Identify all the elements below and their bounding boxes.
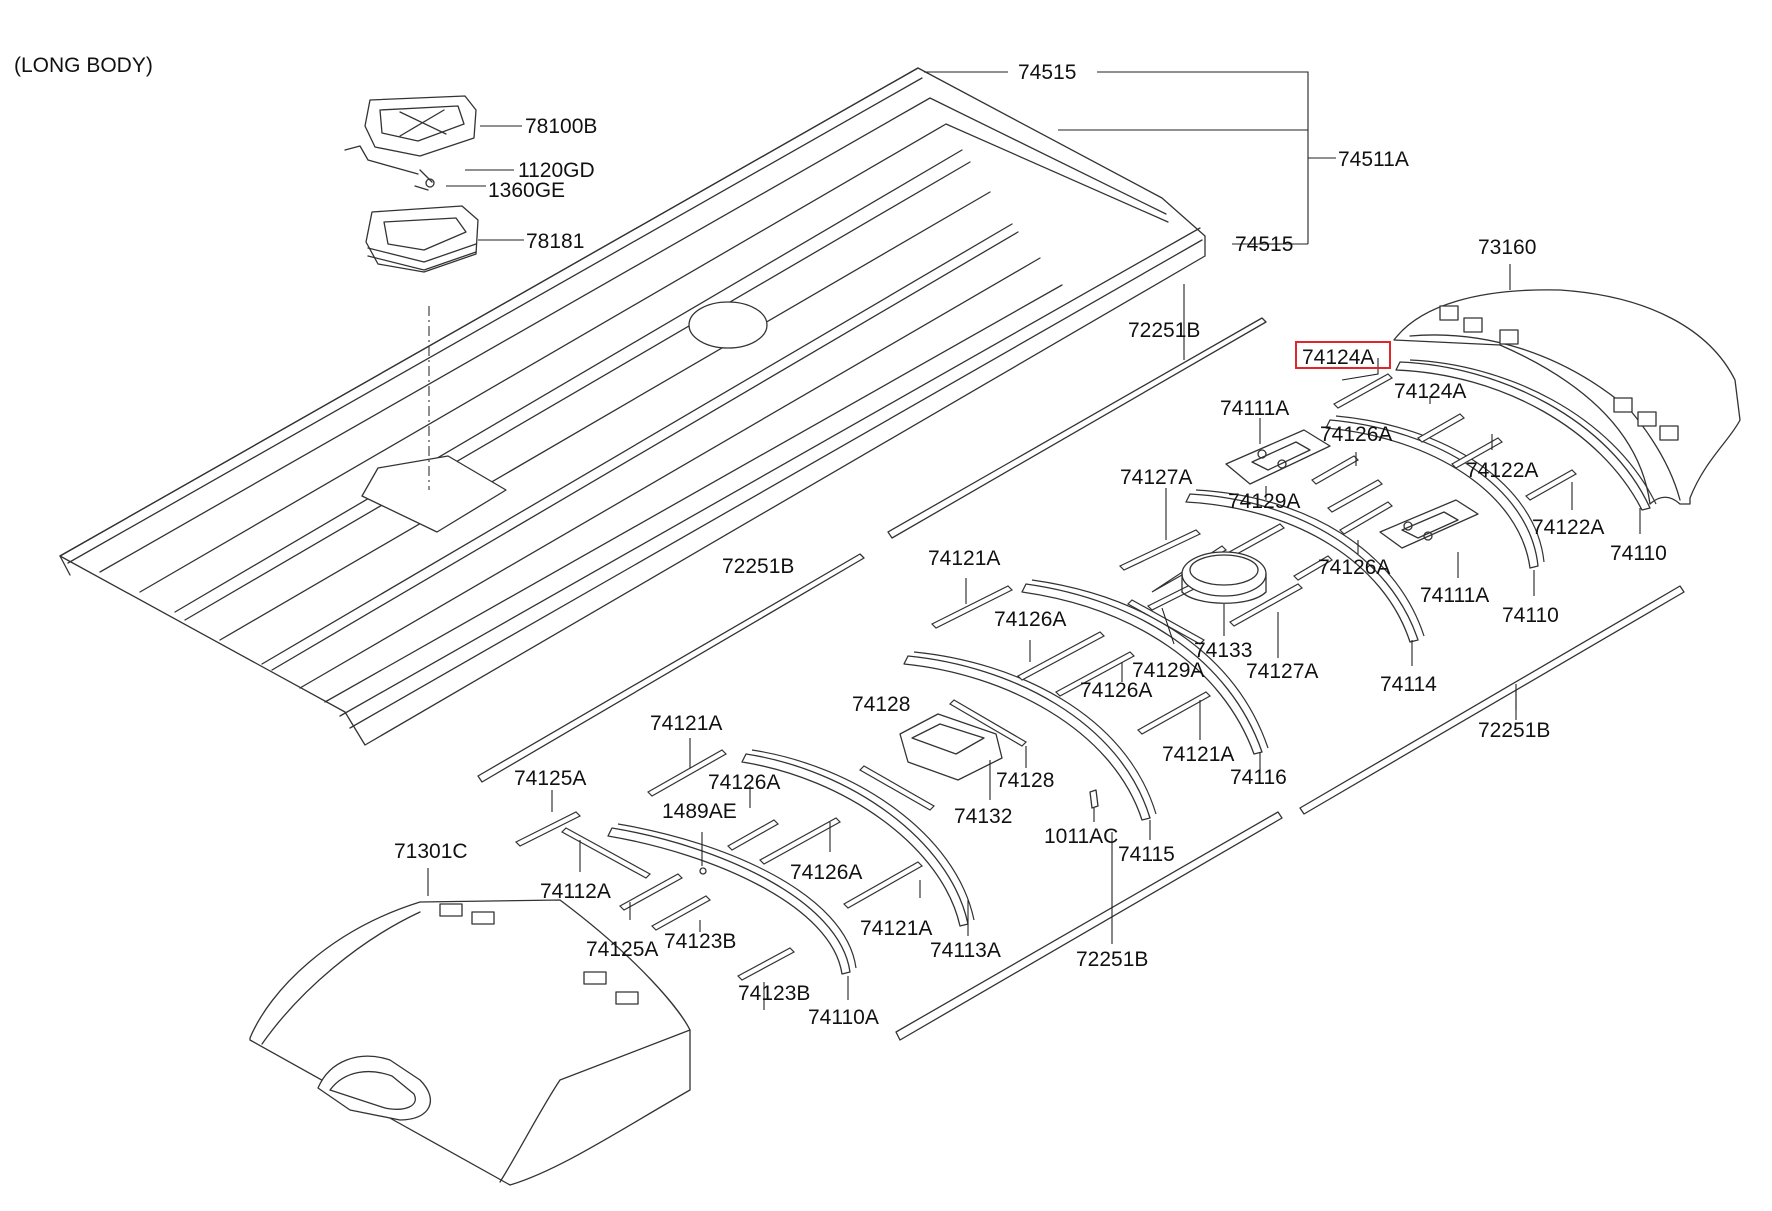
- label-74129A-bottom[interactable]: 74129A: [1132, 659, 1204, 682]
- label-74126A-2[interactable]: 74126A: [1318, 556, 1390, 579]
- part-labels: (LONG BODY) 74515 74511A 74515 78100B 11…: [14, 54, 1667, 1029]
- label-74114[interactable]: 74114: [1380, 673, 1437, 696]
- roof-brackets: [699, 429, 1479, 875]
- label-74129A-top[interactable]: 74129A: [1228, 490, 1300, 513]
- label-74126A-5[interactable]: 74126A: [708, 771, 780, 794]
- label-74110-mid[interactable]: 74110: [1502, 604, 1559, 627]
- label-74121A-1[interactable]: 74121A: [928, 547, 1000, 570]
- label-74110-right[interactable]: 74110: [1610, 542, 1667, 565]
- side-moldings: [477, 317, 1685, 1041]
- label-1120GD[interactable]: 1120GD: [518, 159, 595, 182]
- label-74116[interactable]: 74116: [1230, 766, 1287, 789]
- rear-roof-cap: [1393, 289, 1741, 505]
- roof-vent-assembly: [344, 95, 479, 490]
- label-78181[interactable]: 78181: [526, 230, 584, 253]
- front-roof-cap: [249, 899, 691, 1186]
- label-74125A-2[interactable]: 74125A: [586, 938, 658, 961]
- label-74121A-3[interactable]: 74121A: [1162, 743, 1234, 766]
- label-74511A[interactable]: 74511A: [1338, 148, 1409, 171]
- label-74115[interactable]: 74115: [1118, 843, 1175, 866]
- label-1360GE[interactable]: 1360GE: [488, 179, 565, 202]
- label-74111A-top[interactable]: 74111A: [1220, 397, 1289, 420]
- label-73160[interactable]: 73160: [1478, 236, 1536, 259]
- leader-lines: [427, 71, 1641, 1010]
- roof-panel: [59, 67, 1206, 746]
- label-74133[interactable]: 74133: [1194, 639, 1252, 662]
- diagram-caption: (LONG BODY): [14, 54, 153, 77]
- label-74126A-3[interactable]: 74126A: [994, 608, 1066, 631]
- label-74121A-4[interactable]: 74121A: [860, 917, 932, 940]
- label-74132[interactable]: 74132: [954, 805, 1012, 828]
- label-74124A[interactable]: 74124A: [1394, 380, 1466, 403]
- label-74126A-6[interactable]: 74126A: [790, 861, 862, 884]
- label-74127A-bottom[interactable]: 74127A: [1246, 660, 1318, 683]
- roof-bows: [607, 359, 1657, 975]
- label-71301C[interactable]: 71301C: [394, 840, 468, 863]
- label-74112A[interactable]: 74112A: [540, 880, 611, 903]
- label-74515-top[interactable]: 74515: [1018, 61, 1076, 84]
- highlight-box: [1295, 341, 1391, 369]
- label-74128-1[interactable]: 74128: [852, 693, 910, 716]
- roof-strips: [514, 373, 1577, 981]
- label-78100B[interactable]: 78100B: [525, 115, 597, 138]
- label-74122A-2[interactable]: 74122A: [1532, 516, 1604, 539]
- label-74123B-2[interactable]: 74123B: [738, 982, 810, 1005]
- label-74110A[interactable]: 74110A: [808, 1006, 879, 1029]
- label-72251B-right[interactable]: 72251B: [1478, 719, 1550, 742]
- label-74127A-top[interactable]: 74127A: [1120, 466, 1192, 489]
- label-74123B-1[interactable]: 74123B: [664, 930, 736, 953]
- label-74122A-1[interactable]: 74122A: [1466, 459, 1538, 482]
- label-1489AE[interactable]: 1489AE: [662, 800, 737, 823]
- label-74126A-1[interactable]: 74126A: [1320, 423, 1392, 446]
- label-74126A-4[interactable]: 74126A: [1080, 679, 1152, 702]
- label-74111A-bottom[interactable]: 74111A: [1420, 584, 1489, 607]
- label-72251B-left[interactable]: 72251B: [722, 555, 794, 578]
- label-74128-2[interactable]: 74128: [996, 769, 1054, 792]
- label-72251B-bottom[interactable]: 72251B: [1076, 948, 1148, 971]
- label-74113A[interactable]: 74113A: [930, 939, 1001, 962]
- label-72251B-top[interactable]: 72251B: [1128, 319, 1200, 342]
- label-74125A-1[interactable]: 74125A: [514, 767, 586, 790]
- label-74121A-2[interactable]: 74121A: [650, 712, 722, 735]
- label-1011AC[interactable]: 1011AC: [1044, 825, 1118, 848]
- label-74515-bottom[interactable]: 74515: [1235, 233, 1293, 256]
- label-74124A-highlighted[interactable]: 74124A: [1302, 346, 1374, 369]
